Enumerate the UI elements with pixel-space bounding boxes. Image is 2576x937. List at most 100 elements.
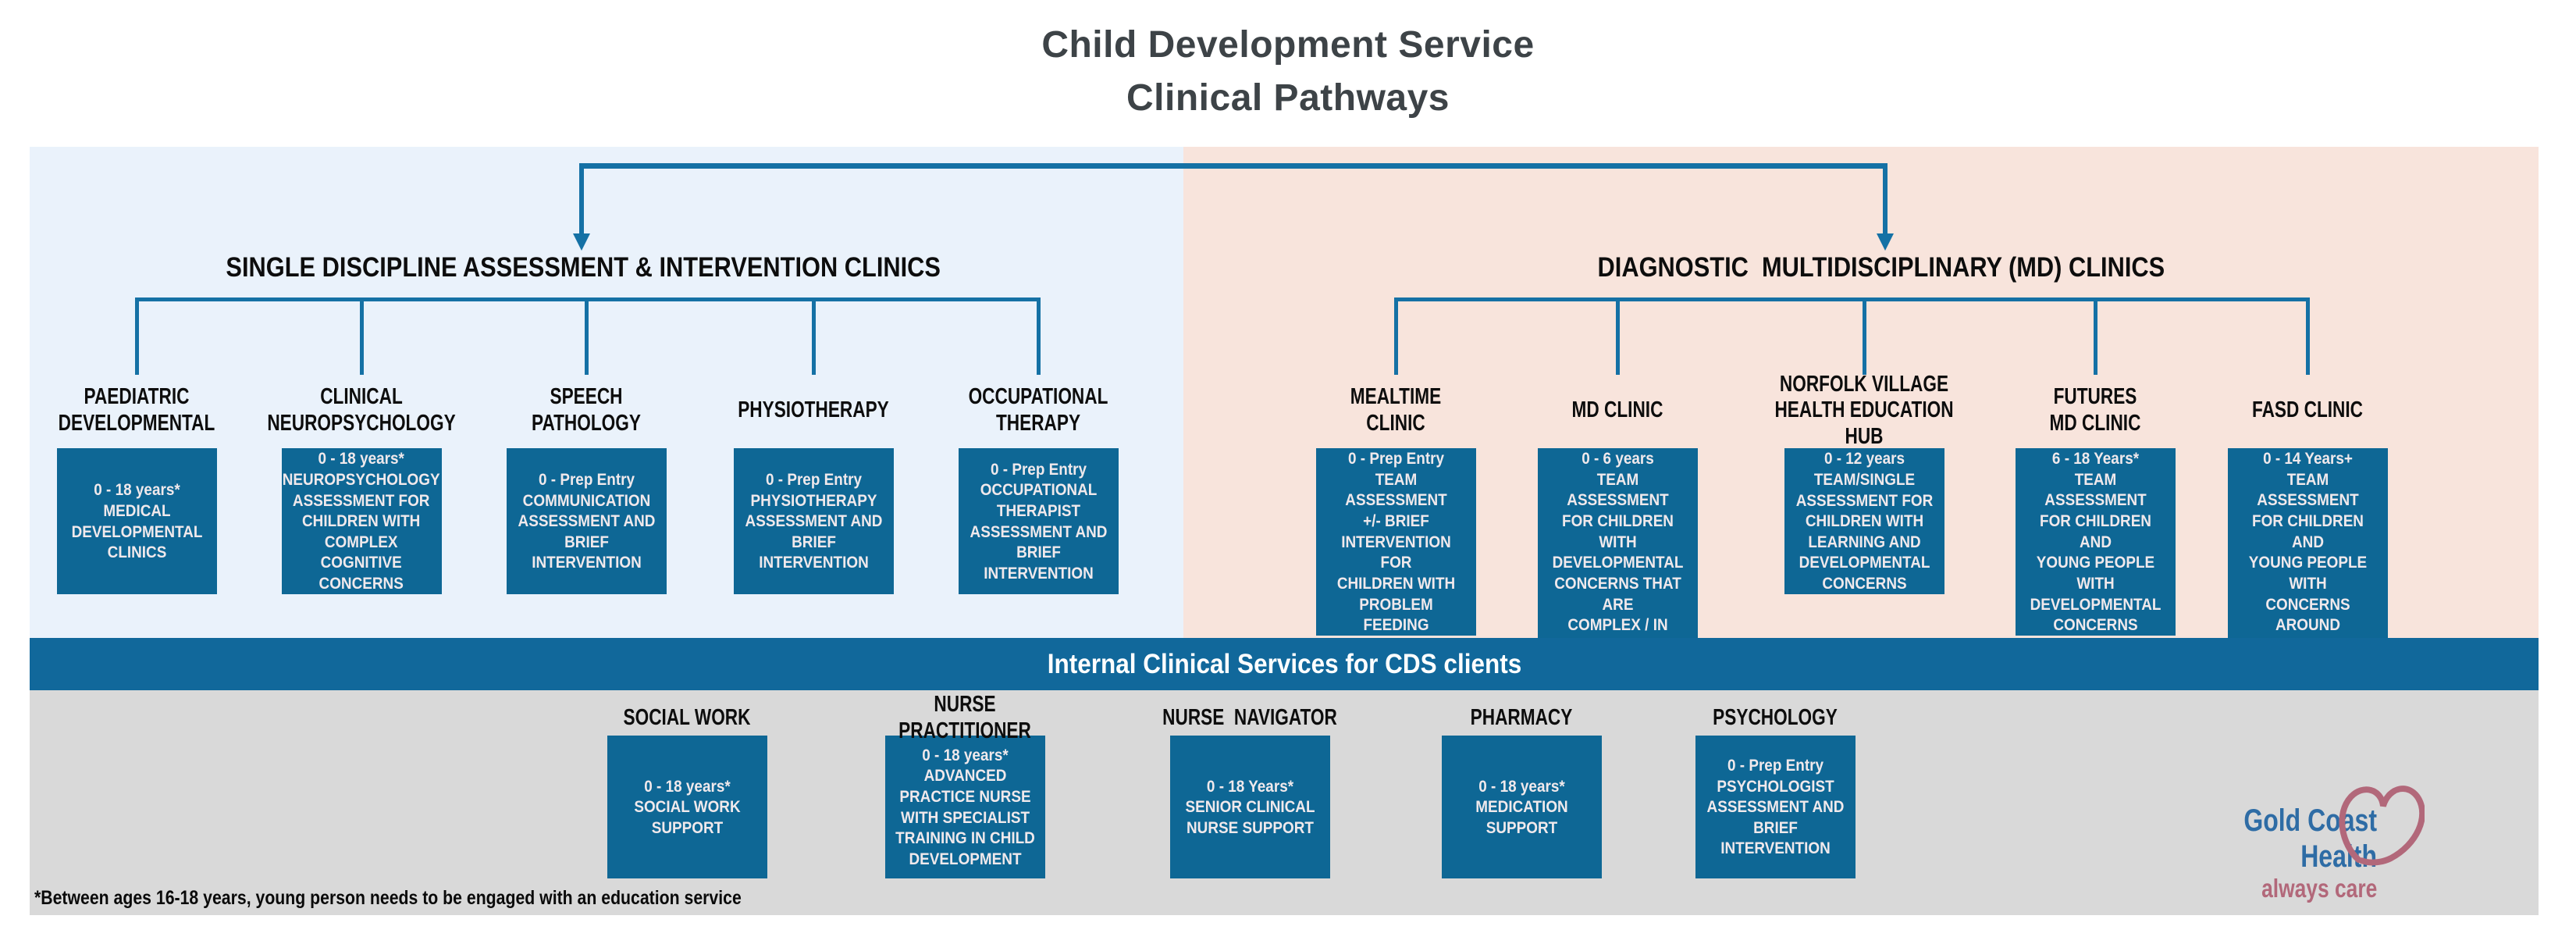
clinic-title-text: SPEECH PATHOLOGY xyxy=(532,384,641,436)
service-title: PSYCHOLOGY xyxy=(1646,701,1904,736)
footnote-text: *Between ages 16-18 years, young person … xyxy=(34,887,742,909)
md-clinics-header: DIAGNOSTIC MULTIDISCIPLINARY (MD) CLINIC… xyxy=(1413,252,2350,283)
page-title: Child Development Service Clinical Pathw… xyxy=(0,19,2576,125)
column-fasd-clinic: FASD CLINIC 0 - 14 Years+ TEAM ASSESSMEN… xyxy=(2206,373,2409,657)
clinic-box: 0 - Prep Entry COMMUNICATION ASSESSMENT … xyxy=(506,448,667,594)
column-nurse-navigator: NURSE NAVIGATOR 0 - 18 Years* SENIOR CLI… xyxy=(1148,701,1351,878)
clinic-title-text: PHYSIOTHERAPY xyxy=(738,397,889,423)
service-box-text: 0 - 18 Years* SENIOR CLINICAL NURSE SUPP… xyxy=(1184,776,1315,837)
service-box: 0 - 18 Years* SENIOR CLINICAL NURSE SUPP… xyxy=(1169,736,1330,878)
clinic-box-text: 0 - 18 years* MEDICAL DEVELOPMENTAL CLIN… xyxy=(71,480,202,562)
connector-stub xyxy=(585,297,589,375)
clinic-title-text: OCCUPATIONAL THERAPY xyxy=(968,384,1108,436)
connector-stub xyxy=(2094,297,2097,375)
service-box-text: 0 - 18 years* SOCIAL WORK SUPPORT xyxy=(633,776,741,837)
connector-stub xyxy=(1037,297,1041,375)
clinic-title-text: FUTURES MD CLINIC xyxy=(2049,384,2141,436)
service-title: NURSE PRACTITIONER xyxy=(836,692,1094,743)
clinic-title-text: MD CLINIC xyxy=(1571,397,1663,423)
service-title: NURSE NAVIGATOR xyxy=(1121,701,1379,736)
clinic-title-text: FASD CLINIC xyxy=(2251,397,2364,423)
clinic-title-text: MEALTIME CLINIC xyxy=(1350,384,1442,436)
column-psychology: PSYCHOLOGY 0 - Prep Entry PSYCHOLOGIST A… xyxy=(1674,701,1877,878)
column-social-work: SOCIAL WORK 0 - 18 years* SOCIAL WORK SU… xyxy=(585,701,788,878)
service-title-text: PHARMACY xyxy=(1470,705,1573,731)
column-pharmacy: PHARMACY 0 - 18 years* MEDICATION SUPPOR… xyxy=(1420,701,1623,878)
clinic-title-text: PAEDIATRIC DEVELOPMENTAL xyxy=(58,384,215,436)
clinic-box: 0 - Prep Entry OCCUPATIONAL THERAPIST AS… xyxy=(958,448,1119,594)
column-clinical-neuropsychology: CLINICAL NEUROPSYCHOLOGY 0 - 18 years* N… xyxy=(260,373,463,594)
connector-stub xyxy=(1863,297,1866,375)
clinic-title: OCCUPATIONAL THERAPY xyxy=(909,373,1167,448)
connector-drop-right xyxy=(1883,163,1888,235)
service-box: 0 - Prep Entry PSYCHOLOGIST ASSESSMENT A… xyxy=(1695,736,1856,878)
arrow-down-icon xyxy=(573,233,590,251)
clinic-box: 0 - Prep Entry PHYSIOTHERAPY ASSESSMENT … xyxy=(733,448,894,594)
internal-services-banner: Internal Clinical Services for CDS clien… xyxy=(30,638,2539,690)
md-clinics-rail xyxy=(1394,297,2309,301)
clinic-box-text: 6 - 18 Years* TEAM ASSESSMENT FOR CHILDR… xyxy=(2030,449,2161,635)
service-title: PHARMACY xyxy=(1393,701,1650,736)
service-title: SOCIAL WORK xyxy=(558,701,816,736)
clinic-box: 0 - Prep Entry TEAM ASSESSMENT +/- BRIEF… xyxy=(1315,448,1476,636)
page-title-line2: Clinical Pathways xyxy=(1126,77,1450,119)
logo-tagline: always care xyxy=(2108,874,2377,903)
clinic-box: 0 - 12 years TEAM/SINGLE ASSESSMENT FOR … xyxy=(1784,448,1944,594)
service-title-text: PSYCHOLOGY xyxy=(1713,705,1838,731)
connector-stub xyxy=(812,297,816,375)
column-physiotherapy: PHYSIOTHERAPY 0 - Prep Entry PHYSIOTHERA… xyxy=(712,373,915,594)
connector-stub xyxy=(2306,297,2310,375)
column-md-clinic: MD CLINIC 0 - 6 years TEAM ASSESSMENT FO… xyxy=(1516,373,1719,678)
clinic-title-text: CLINICAL NEUROPSYCHOLOGY xyxy=(267,384,456,436)
clinic-box-text: 0 - 12 years TEAM/SINGLE ASSESSMENT FOR … xyxy=(1795,449,1933,593)
logo-tagline-text: always care xyxy=(2261,874,2377,903)
column-nurse-practitioner: NURSE PRACTITIONER 0 - 18 years* ADVANCE… xyxy=(863,692,1066,878)
clinic-box: 6 - 18 Years* TEAM ASSESSMENT FOR CHILDR… xyxy=(2015,448,2176,636)
column-speech-pathology: SPEECH PATHOLOGY 0 - Prep Entry COMMUNIC… xyxy=(485,373,688,594)
service-box: 0 - 18 years* ADVANCED PRACTICE NURSE WI… xyxy=(884,736,1045,878)
service-box: 0 - 18 years* MEDICATION SUPPORT xyxy=(1441,736,1602,878)
clinic-box-text: 0 - Prep Entry TEAM ASSESSMENT +/- BRIEF… xyxy=(1336,449,1455,635)
internal-services-banner-text: Internal Clinical Services for CDS clien… xyxy=(1047,648,1521,679)
service-box-text: 0 - 18 years* MEDICATION SUPPORT xyxy=(1475,776,1568,837)
column-norfolk-village-hub: NORFOLK VILLAGE HEALTH EDUCATION HUB 0 -… xyxy=(1763,371,1966,594)
column-mealtime-clinic: MEALTIME CLINIC 0 - Prep Entry TEAM ASSE… xyxy=(1294,373,1497,636)
service-box-text: 0 - Prep Entry PSYCHOLOGIST ASSESSMENT A… xyxy=(1706,755,1844,858)
clinic-box: 0 - 14 Years+ TEAM ASSESSMENT FOR CHILDR… xyxy=(2227,448,2388,657)
clinic-box-text: 0 - 14 Years+ TEAM ASSESSMENT FOR CHILDR… xyxy=(2248,449,2367,655)
column-futures-md-clinic: FUTURES MD CLINIC 6 - 18 Years* TEAM ASS… xyxy=(1994,373,2197,636)
clinic-title: FASD CLINIC xyxy=(2179,373,2436,448)
clinic-box-text: 0 - Prep Entry PHYSIOTHERAPY ASSESSMENT … xyxy=(745,469,882,572)
service-title-text: NURSE NAVIGATOR xyxy=(1162,705,1337,731)
clinic-title: SPEECH PATHOLOGY xyxy=(457,373,715,448)
connector-drop-left xyxy=(579,163,584,235)
single-discipline-header: SINGLE DISCIPLINE ASSESSMENT & INTERVENT… xyxy=(115,252,1051,283)
clinic-box: 0 - 18 years* MEDICAL DEVELOPMENTAL CLIN… xyxy=(56,448,217,594)
service-box-text: 0 - 18 years* ADVANCED PRACTICE NURSE WI… xyxy=(895,745,1035,868)
service-title-text: SOCIAL WORK xyxy=(623,705,751,731)
clinic-title: FUTURES MD CLINIC xyxy=(1966,373,2224,448)
footnote: *Between ages 16-18 years, young person … xyxy=(34,887,866,910)
connector-stub xyxy=(1616,297,1620,375)
clinic-title: MEALTIME CLINIC xyxy=(1267,373,1525,448)
clinic-box-text: 0 - 18 years* NEUROPSYCHOLOGY ASSESSMENT… xyxy=(283,449,440,593)
column-paediatric-developmental: PAEDIATRIC DEVELOPMENTAL 0 - 18 years* M… xyxy=(35,373,238,594)
page-title-line1: Child Development Service xyxy=(1041,24,1535,66)
clinic-box-text: 0 - Prep Entry COMMUNICATION ASSESSMENT … xyxy=(518,469,655,572)
clinic-box: 0 - 18 years* NEUROPSYCHOLOGY ASSESSMENT… xyxy=(281,448,442,594)
clinic-title: CLINICAL NEUROPSYCHOLOGY xyxy=(233,373,490,448)
single-discipline-header-text: SINGLE DISCIPLINE ASSESSMENT & INTERVENT… xyxy=(226,252,941,283)
connector-stub xyxy=(360,297,364,375)
top-connector-rail xyxy=(579,163,1888,169)
clinic-box-text: 0 - Prep Entry OCCUPATIONAL THERAPIST AS… xyxy=(970,459,1107,583)
connector-stub xyxy=(1394,297,1398,375)
connector-stub xyxy=(135,297,139,375)
column-occupational-therapy: OCCUPATIONAL THERAPY 0 - Prep Entry OCCU… xyxy=(937,373,1140,594)
clinic-title: PHYSIOTHERAPY xyxy=(685,373,942,448)
clinic-title-text: NORFOLK VILLAGE HEALTH EDUCATION HUB xyxy=(1774,371,1954,449)
clinic-title: PAEDIATRIC DEVELOPMENTAL xyxy=(8,373,265,448)
service-box: 0 - 18 years* SOCIAL WORK SUPPORT xyxy=(607,736,767,878)
clinic-title: MD CLINIC xyxy=(1489,373,1746,448)
md-clinics-header-text: DIAGNOSTIC MULTIDISCIPLINARY (MD) CLINIC… xyxy=(1597,252,2165,283)
